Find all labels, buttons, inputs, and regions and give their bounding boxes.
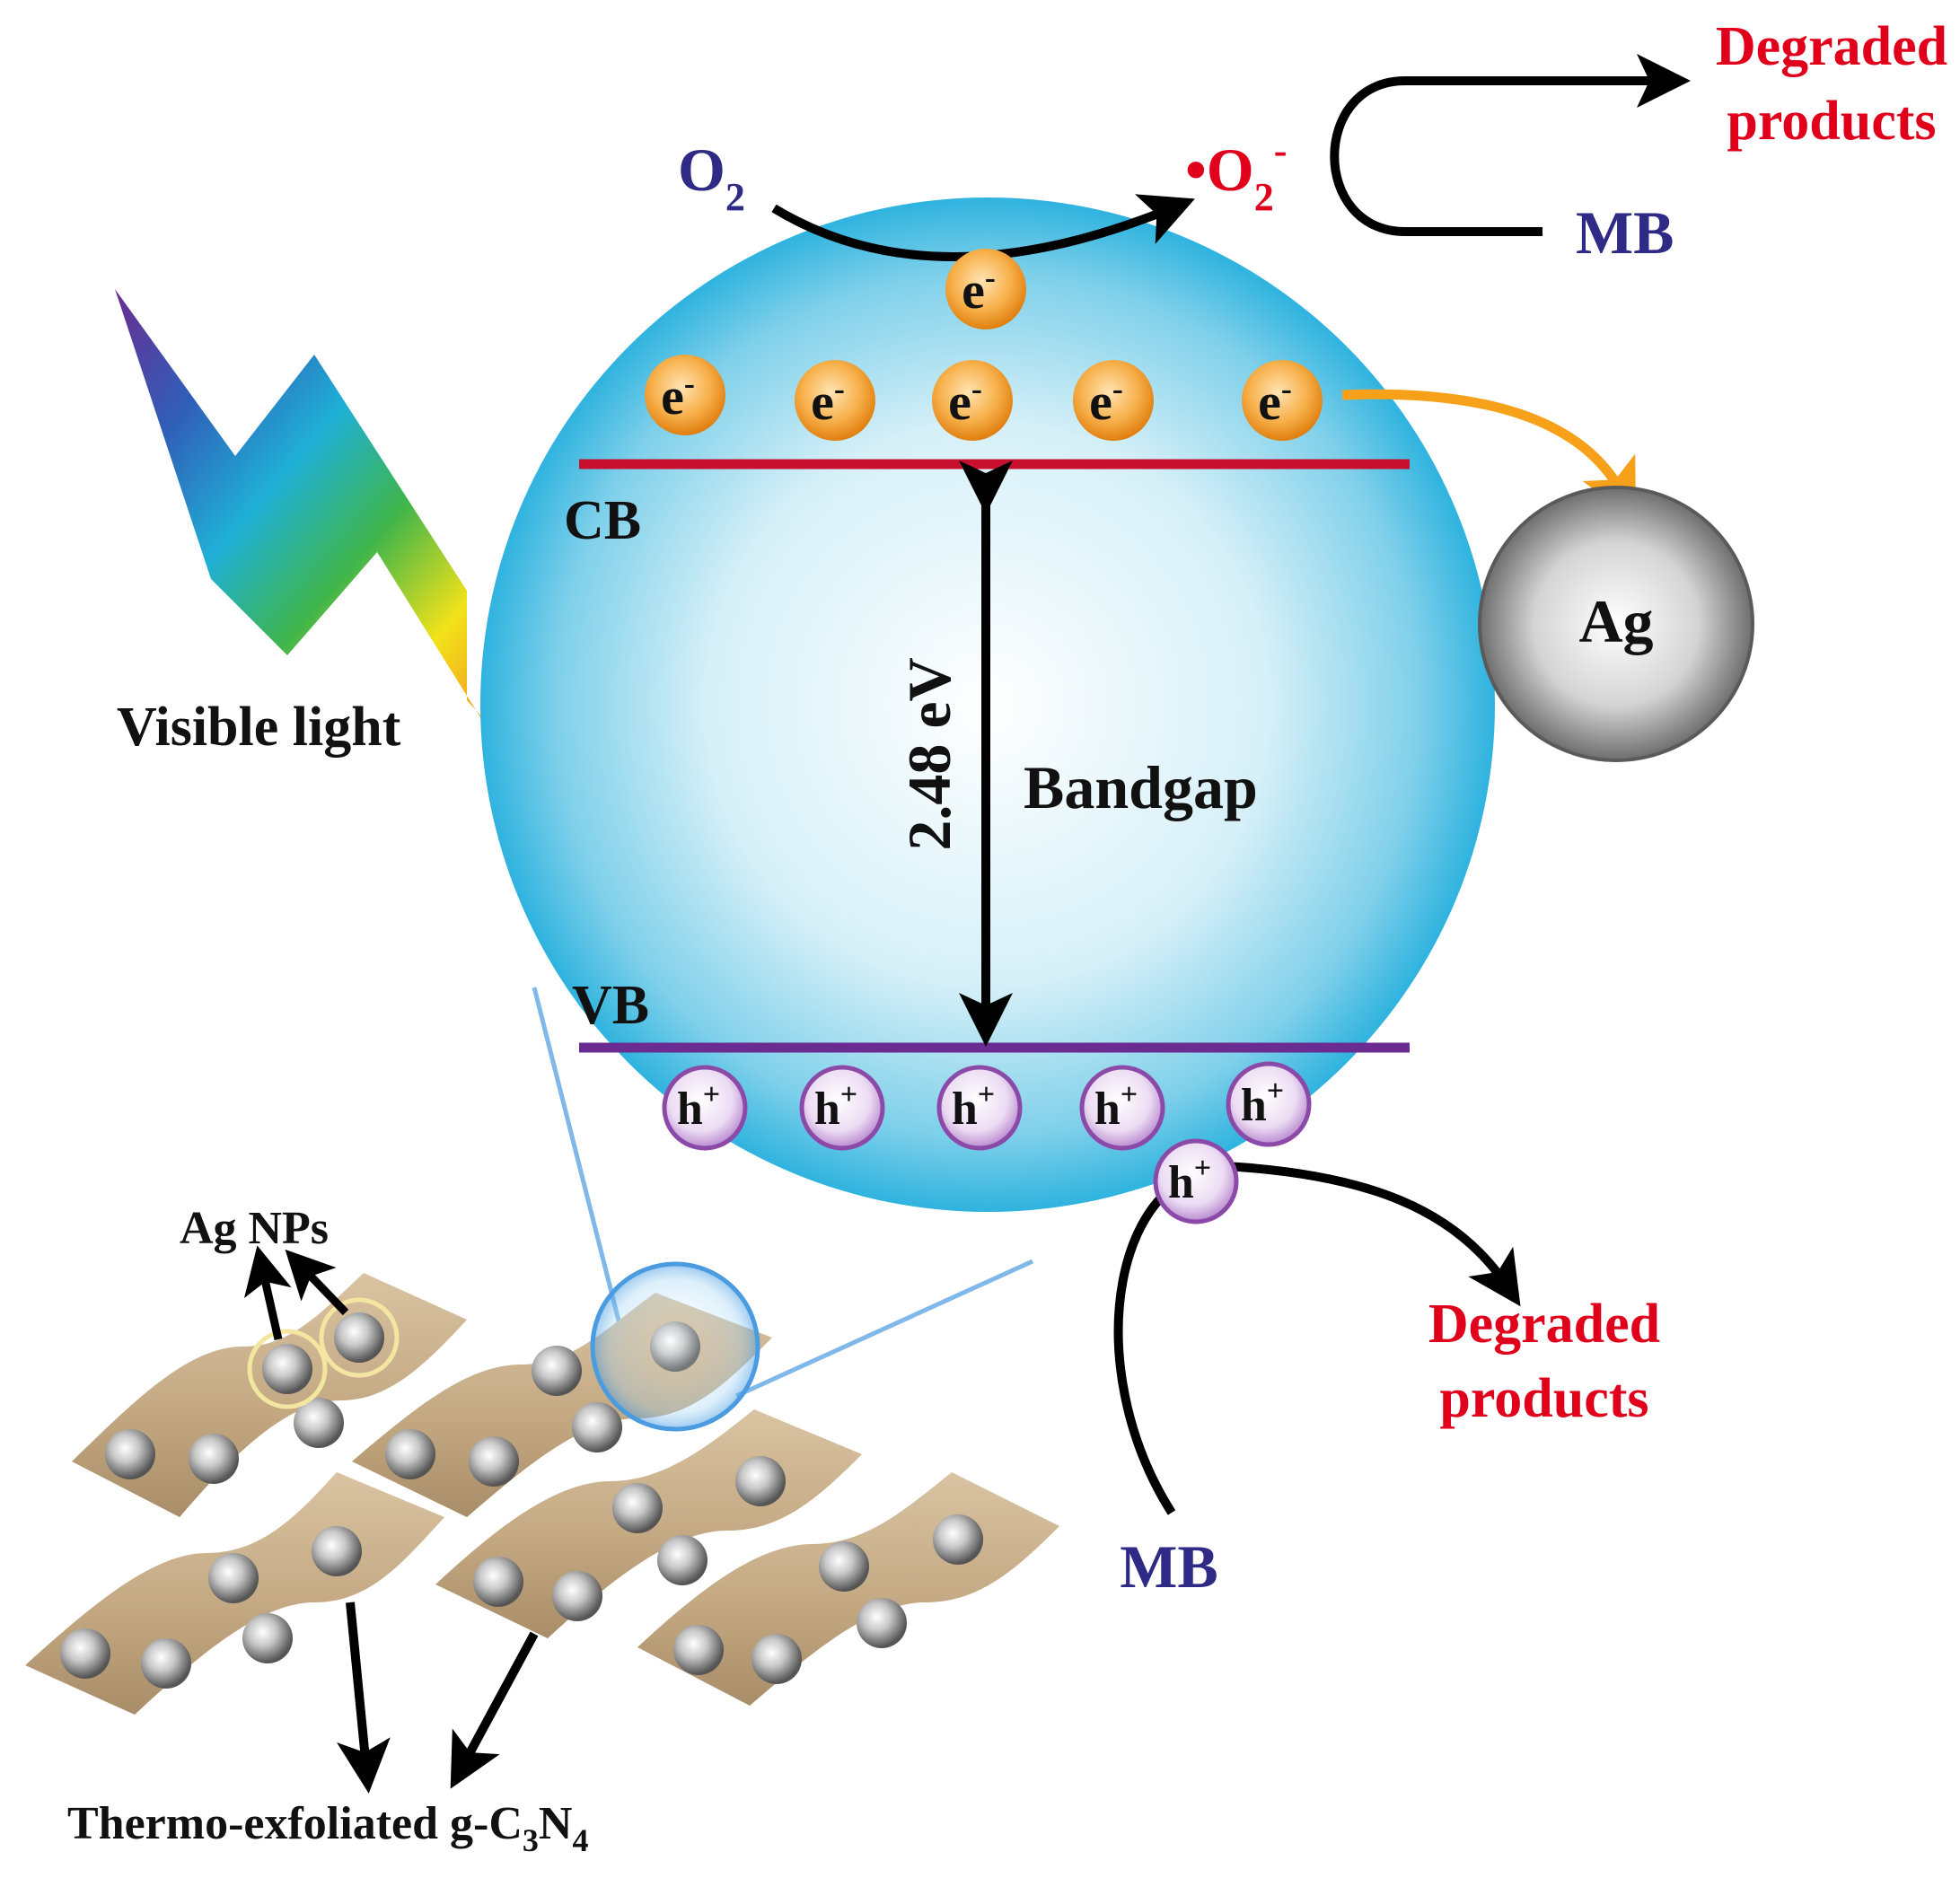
ag-cocatalyst [1478, 486, 1754, 762]
electron-top: e- [945, 249, 1026, 329]
svg-text:h+: h+ [1168, 1152, 1211, 1208]
oxygen-label: O2 [678, 136, 745, 219]
svg-text:e-: e- [962, 259, 996, 320]
svg-text:e-: e- [661, 365, 695, 426]
visible-light-bolt-icon [115, 289, 548, 790]
magnifier-lens [590, 1261, 760, 1432]
svg-text:h+: h+ [1094, 1078, 1138, 1135]
zoom-line-lower [734, 1259, 1034, 1399]
support-arrow-2 [450, 1631, 539, 1789]
zoom-line-upper [532, 987, 622, 1325]
hole-2: h+ [799, 1065, 885, 1151]
electron-4: e- [1073, 360, 1154, 441]
bandgap-label: Bandgap [1024, 753, 1258, 821]
support-arrow-1 [337, 1602, 391, 1794]
support-label: Thermo-exfoliated g-C3N4 [67, 1798, 588, 1858]
ag-nps-label: Ag NPs [180, 1203, 329, 1254]
svg-text:e-: e- [1258, 371, 1292, 431]
hole-1: h+ [662, 1065, 748, 1151]
vb-label: VB [572, 975, 649, 1036]
bottom-mb-label: MB [1120, 1532, 1218, 1601]
cb-label: CB [564, 490, 641, 551]
top-mb-label: MB [1576, 198, 1674, 267]
ag-nanoparticles [60, 1312, 983, 1689]
superoxide-label: •O2- [1185, 128, 1287, 219]
oxygen-reduction-arrow [771, 194, 1195, 261]
electron-transfer-arrow [1341, 389, 1637, 521]
bottom-degraded-label-1: Degraded [1428, 1294, 1660, 1355]
bottom-degraded-label-2: products [1439, 1368, 1648, 1429]
hole-4: h+ [1079, 1065, 1165, 1151]
electron-2: e- [795, 360, 875, 441]
svg-text:h+: h+ [814, 1078, 857, 1135]
ag-nps-arrow-1 [243, 1245, 292, 1340]
svg-text:h+: h+ [952, 1078, 995, 1135]
superoxide-degradation-arrow [1330, 54, 1691, 236]
electron-1: e- [645, 355, 725, 435]
top-degraded-label-2: products [1727, 91, 1936, 152]
np-highlight-2 [319, 1297, 400, 1378]
svg-text:e-: e- [1089, 371, 1123, 431]
svg-text:h+: h+ [677, 1078, 720, 1135]
visible-light-label: Visible light [117, 697, 401, 758]
electron-5: e- [1242, 360, 1323, 441]
hole-5: h+ [1226, 1061, 1312, 1147]
bandgap-value: 2.48 eV [895, 657, 963, 850]
hole-3: h+ [936, 1065, 1023, 1151]
svg-text:e-: e- [948, 371, 982, 431]
ag-label: Ag [1578, 587, 1653, 655]
svg-text:h+: h+ [1241, 1075, 1284, 1131]
electron-3: e- [932, 360, 1013, 441]
hole-reacting: h+ [1153, 1138, 1239, 1224]
top-degraded-label-1: Degraded [1716, 16, 1947, 77]
np-highlight-1 [247, 1329, 328, 1409]
ag-nps-arrow-2 [285, 1249, 349, 1316]
svg-text:e-: e- [811, 371, 845, 431]
